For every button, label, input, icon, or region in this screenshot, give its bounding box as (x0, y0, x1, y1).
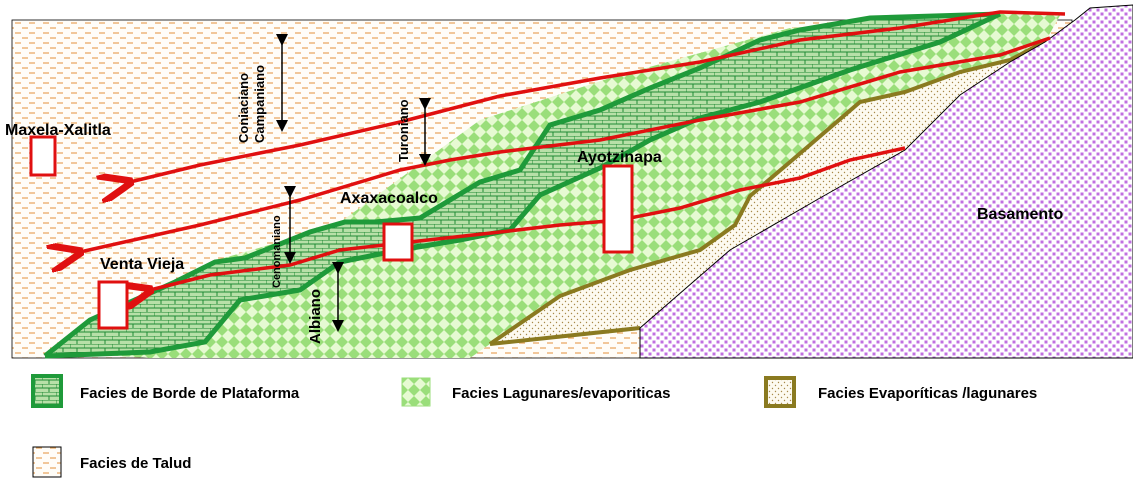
legend-label-lagunares: Facies Lagunares/evaporiticas (452, 385, 670, 402)
section-box-maxela (29, 135, 57, 177)
legend-swatch-evaporiticas (764, 376, 796, 408)
label-axaxacoalco: Axaxacoalco (340, 190, 438, 207)
red-line-coniaciano (130, 10, 1066, 182)
label-maxela-xalitla: Maxela-Xalitla (5, 122, 111, 139)
label-coniaciano: Coniaciano (236, 73, 251, 143)
evaporitic-outline (488, 38, 1049, 346)
label-basamento: Basamento (977, 206, 1063, 223)
legend-label-evaporiticas: Facies Evaporíticas /lagunares (818, 385, 1037, 402)
label-turoniano: Turoniano (396, 99, 411, 162)
label-cenomaniano: Cenomaniano (271, 215, 283, 288)
label-albiano: Albiano (307, 289, 324, 344)
evaporitic-base-outline (489, 326, 641, 346)
legend-swatch-lagunares (401, 377, 431, 407)
section-box-axaxacoalco (382, 222, 414, 262)
label-campaniano: Campaniano (252, 65, 267, 143)
label-venta-vieja: Venta Vieja (100, 256, 184, 273)
red-line-turoniano (80, 36, 1051, 252)
label-ayotzinapa: Ayotzinapa (577, 149, 662, 166)
basamento-area (639, 4, 1133, 359)
section-box-ayotzinapa (602, 164, 634, 254)
legend-label-borde: Facies de Borde de Plataforma (80, 385, 300, 402)
legend-swatch-talud (32, 446, 62, 478)
legend-label-talud: Facies de Talud (80, 455, 191, 472)
legend-swatch-borde (31, 374, 63, 408)
red-line-cenomaniano (150, 146, 906, 290)
facies-evaporiticas-area (490, 40, 1048, 344)
section-box-venta-vieja (97, 280, 129, 330)
borde-outline-top (43, 11, 1001, 358)
legend: Facies de Borde de Plataforma Facies Lag… (31, 374, 1037, 478)
